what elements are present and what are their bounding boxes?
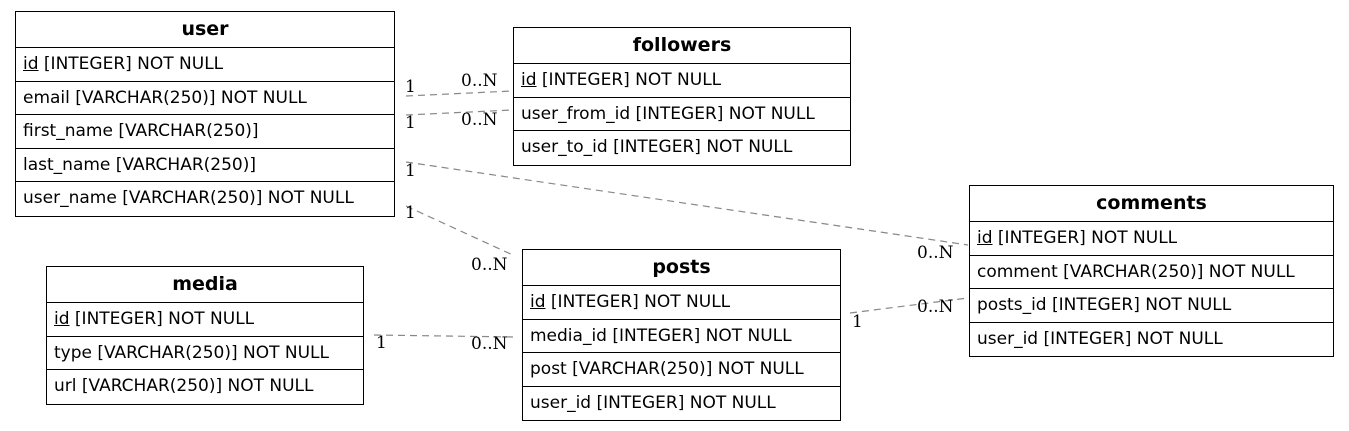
table-row: url [VARCHAR(250)] NOT NULL (54, 376, 314, 396)
table-row: media_id [INTEGER] NOT NULL (523, 320, 840, 353)
cardinality-label: 1 (405, 203, 416, 223)
table-title: followers (514, 28, 850, 64)
table-row: id [INTEGER] NOT NULL (970, 222, 1333, 256)
cardinality-label: 0..N (461, 71, 498, 91)
table-row: last_name [VARCHAR(250)] (16, 149, 394, 182)
rel-line-user-followers-1 (405, 90, 513, 97)
cardinality-label: 0..N (917, 243, 954, 263)
table-row: posts_id [INTEGER] NOT NULL (970, 289, 1333, 323)
table-followers[interactable]: followers id [INTEGER] NOT NULL user_fro… (513, 27, 851, 166)
table-user[interactable]: user id [INTEGER] NOT NULL email [VARCHA… (15, 11, 395, 217)
cardinality-label: 0..N (471, 255, 508, 275)
table-title: media (47, 267, 363, 303)
cardinality-label: 0..N (461, 110, 498, 130)
table-row: user_id [INTEGER] NOT NULL (977, 328, 1223, 349)
cardinality-label: 1 (405, 77, 416, 97)
table-row: first_name [VARCHAR(250)] (16, 115, 394, 149)
cardinality-label: 0..N (917, 297, 954, 317)
table-posts[interactable]: posts id [INTEGER] NOT NULL media_id [IN… (522, 249, 841, 421)
cardinality-label: 1 (405, 113, 416, 133)
table-media[interactable]: media id [INTEGER] NOT NULL type [VARCHA… (46, 266, 364, 405)
rel-line-user-posts (405, 205, 516, 257)
table-title: user (16, 12, 394, 48)
rel-line-user-followers-2 (405, 109, 513, 116)
table-row: user_name [VARCHAR(250)] NOT NULL (23, 188, 354, 208)
table-row: user_to_id [INTEGER] NOT NULL (521, 137, 793, 157)
cardinality-label: 1 (405, 161, 416, 181)
rel-line-user-comments (405, 161, 969, 246)
table-row: type [VARCHAR(250)] NOT NULL (47, 337, 363, 370)
table-row: id [INTEGER] NOT NULL (47, 303, 363, 337)
cardinality-label: 1 (376, 333, 387, 353)
table-row: user_from_id [INTEGER] NOT NULL (514, 98, 850, 131)
cardinality-label: 1 (852, 312, 863, 332)
table-row: post [VARCHAR(250)] NOT NULL (523, 353, 840, 387)
table-row: comment [VARCHAR(250)] NOT NULL (970, 256, 1333, 289)
table-title: comments (970, 186, 1333, 222)
table-row: id [INTEGER] NOT NULL (523, 286, 840, 320)
table-row: user_id [INTEGER] NOT NULL (530, 392, 776, 413)
table-row: id [INTEGER] NOT NULL (514, 64, 850, 98)
table-comments[interactable]: comments id [INTEGER] NOT NULL comment [… (969, 185, 1334, 357)
table-row: email [VARCHAR(250)] NOT NULL (16, 82, 394, 115)
rel-line-posts-comments (849, 297, 969, 314)
cardinality-label: 0..N (471, 334, 508, 354)
table-row: id [INTEGER] NOT NULL (16, 48, 394, 82)
table-title: posts (523, 250, 840, 286)
